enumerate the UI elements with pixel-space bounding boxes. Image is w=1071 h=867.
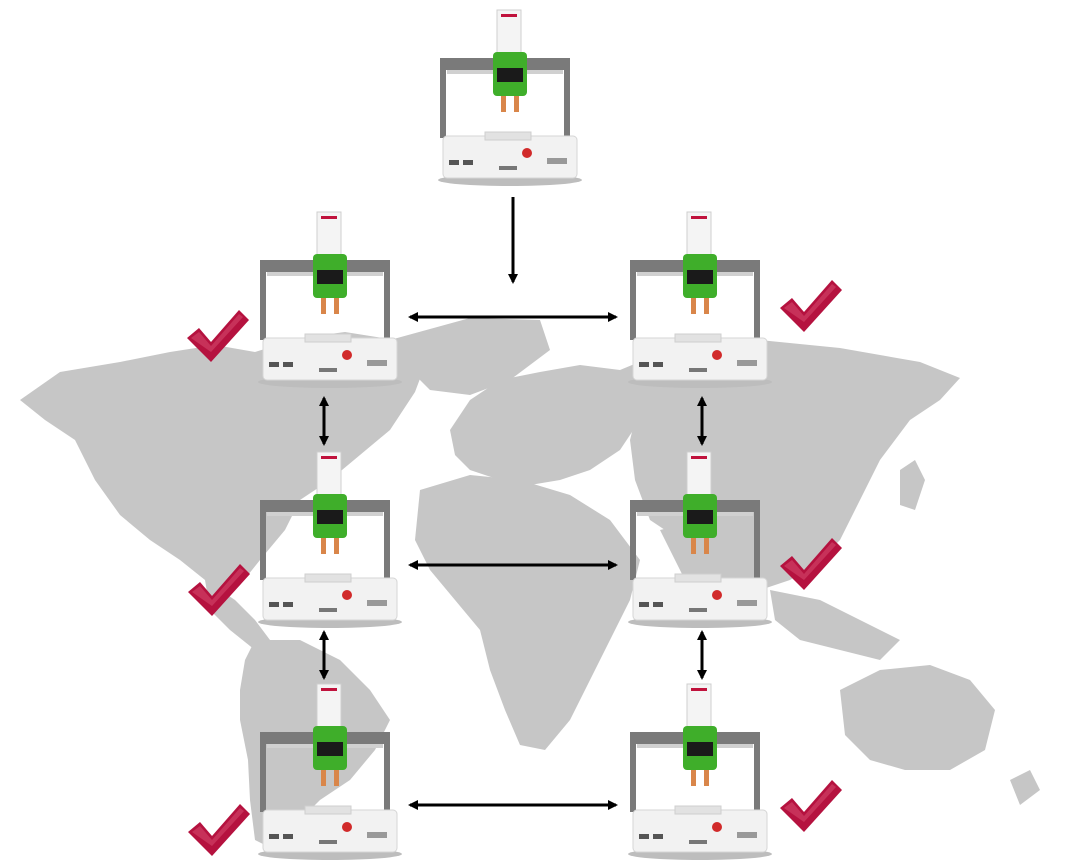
machine-row3-right bbox=[625, 682, 775, 862]
check-mark-icon bbox=[778, 278, 844, 334]
australia-shape bbox=[840, 665, 995, 770]
check-mark-icon bbox=[185, 308, 251, 364]
dispensing-robot-icon bbox=[628, 451, 772, 628]
check-mark-shape bbox=[780, 780, 842, 832]
check-mark-icon bbox=[778, 778, 844, 834]
machine-row1-left bbox=[255, 210, 405, 390]
check-mark-shape bbox=[780, 538, 842, 590]
check-mark-icon bbox=[186, 802, 252, 858]
new-zealand-shape bbox=[1010, 770, 1040, 805]
dispensing-robot-icon bbox=[258, 211, 402, 388]
greenland-shape bbox=[390, 318, 550, 395]
machine-top bbox=[435, 8, 585, 188]
dispensing-robot-icon bbox=[258, 683, 402, 860]
machine-row3-left bbox=[255, 682, 405, 862]
dispensing-robot-icon bbox=[438, 9, 582, 186]
check-mark-icon bbox=[778, 536, 844, 592]
japan-shape bbox=[900, 460, 925, 510]
check-mark-shape bbox=[780, 280, 842, 332]
machine-row2-right bbox=[625, 450, 775, 630]
machine-row2-left bbox=[255, 450, 405, 630]
check-mark-shape bbox=[188, 564, 250, 616]
southeast-asia-shape bbox=[770, 590, 900, 660]
check-mark-shape bbox=[188, 804, 250, 856]
africa-shape bbox=[415, 475, 640, 750]
check-mark-shape bbox=[187, 310, 249, 362]
dispensing-robot-icon bbox=[258, 451, 402, 628]
machine-row1-right bbox=[625, 210, 775, 390]
dispensing-robot-icon bbox=[628, 683, 772, 860]
dispensing-robot-icon bbox=[628, 211, 772, 388]
europe-shape bbox=[450, 365, 640, 485]
check-mark-icon bbox=[186, 562, 252, 618]
